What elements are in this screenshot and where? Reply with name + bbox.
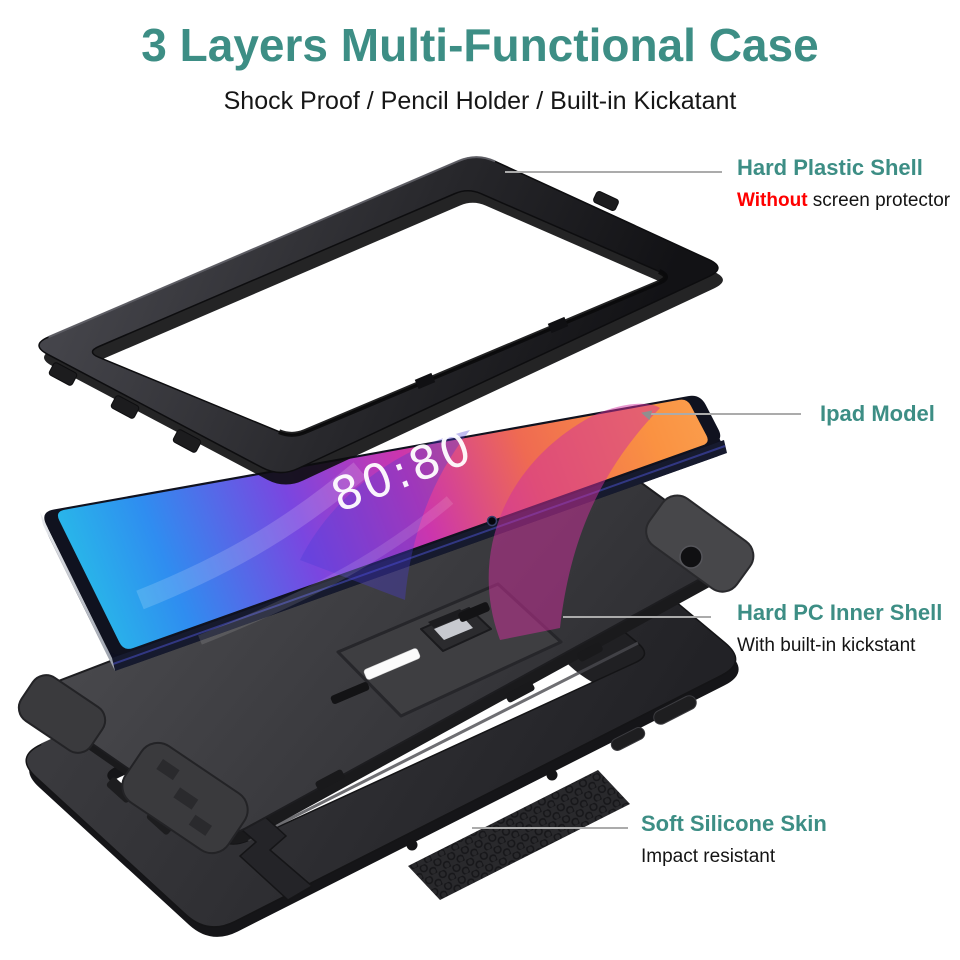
callout-title: Soft Silicone Skin bbox=[641, 811, 827, 836]
callout-ipad-model: Ipad Model bbox=[820, 401, 935, 426]
shell-corner-bumper-bottom-left bbox=[121, 741, 249, 855]
tablet-side-edge bbox=[40, 512, 115, 671]
callout-title: Ipad Model bbox=[820, 401, 935, 426]
wallpaper-leaf bbox=[488, 403, 660, 640]
kickstand-latch-highlight bbox=[434, 617, 473, 640]
callout-title: Hard PC Inner Shell bbox=[737, 600, 943, 625]
shell-corner-bumper-right bbox=[645, 494, 755, 593]
leader-line-pc-inner-shell bbox=[563, 616, 711, 618]
callout-note-emphasis: Without bbox=[737, 190, 808, 212]
header: 3 Layers Multi-Functional Case Shock Pro… bbox=[0, 20, 960, 116]
callout-note: With built-in kickstant bbox=[737, 635, 916, 657]
frame-clips bbox=[48, 190, 619, 453]
leader-line-hard-plastic-shell bbox=[505, 171, 722, 173]
wallpaper-leaf-2 bbox=[300, 430, 470, 600]
shell-slots bbox=[315, 602, 603, 791]
tablet-layer: 80:80 bbox=[40, 395, 727, 671]
callout-pc-inner-shell: Hard PC Inner Shell With built-in kickst… bbox=[737, 600, 943, 657]
callout-note-rest: screen protector bbox=[807, 190, 951, 212]
page-subtitle: Shock Proof / Pencil Holder / Built-in K… bbox=[223, 86, 737, 115]
callout-note: Without screen protector bbox=[737, 190, 950, 212]
shell-corner-bumper-left bbox=[17, 674, 107, 754]
leader-line-silicone-skin bbox=[472, 827, 628, 829]
leader-line-ipad-model bbox=[650, 413, 801, 415]
skin-grip-texture bbox=[408, 770, 630, 900]
shell-hook-hole bbox=[679, 545, 703, 569]
skin-button-covers bbox=[610, 695, 697, 751]
frame-inner-notches bbox=[414, 316, 569, 390]
hard-plastic-shell-layer bbox=[38, 156, 723, 485]
callout-title: Hard Plastic Shell bbox=[737, 155, 923, 180]
tablet-camera bbox=[486, 515, 498, 527]
callout-silicone-skin: Soft Silicone Skin Impact resistant bbox=[641, 811, 827, 868]
page-title: 3 Layers Multi-Functional Case bbox=[141, 19, 819, 71]
skin-mic-hole bbox=[406, 839, 418, 851]
callout-note: Impact resistant bbox=[641, 846, 776, 868]
skin-port-hole bbox=[546, 769, 558, 781]
callout-hard-plastic-shell: Hard Plastic Shell Without screen protec… bbox=[737, 155, 950, 212]
